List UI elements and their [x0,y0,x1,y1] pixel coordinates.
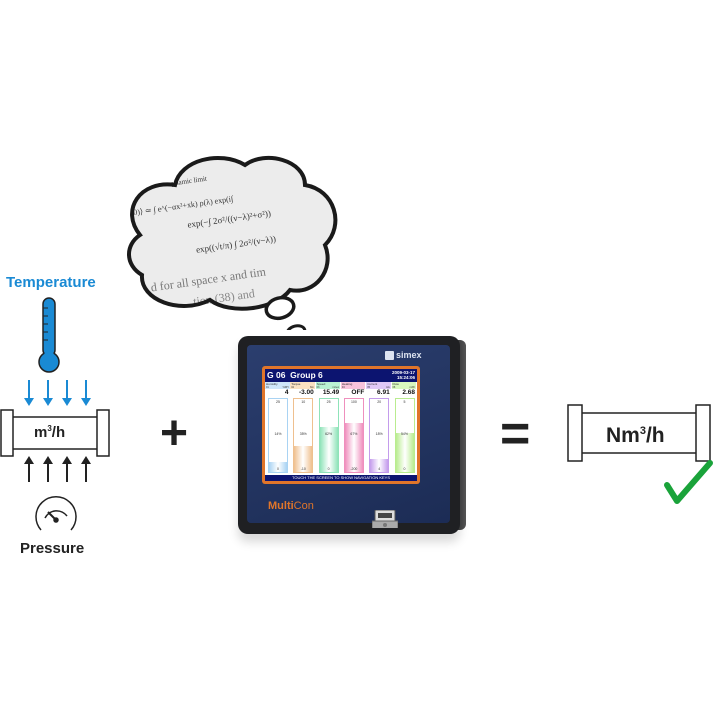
channel-meta: 06 m3/h [391,386,416,389]
channel-min: -10 [300,467,306,471]
channel-bar: 10 35% -10 [293,398,314,473]
simex-logo: simex [385,350,422,360]
channel-meta: 03 m/sec [315,386,341,389]
result-pipe [567,404,713,504]
channel-percent: 14% [274,432,282,436]
arrow-up-icon [24,456,91,482]
pipe-icon [0,409,110,457]
channel-max: 10 [301,400,306,404]
usb-port-icon[interactable] [372,510,398,528]
plus-operator: + [160,407,189,460]
channel-max: 25 [326,400,331,404]
channel-value: 4 [284,389,289,396]
channel-bar-fill [269,461,287,472]
channel-bar-fill [319,426,338,472]
channel-bar: 20 18% 4 [369,398,390,473]
left-diagram [0,297,110,531]
channel-value: OFF [351,389,365,396]
channel-min: 4 [378,467,381,471]
checkmark-icon [664,460,713,504]
pressure-gauge-icon [35,496,77,531]
pipe-icon [567,404,711,462]
channel-percent: 62% [325,432,333,436]
channel-name: Torque [290,382,315,386]
channel-bar: 25 62% 0 [318,398,339,473]
channel-meta: 04 [340,386,366,389]
channel-meta: 05 mA [366,386,391,389]
thermometer-icon [38,297,60,373]
channel-percent: 18% [375,432,383,436]
channel-min: -200 [350,467,358,471]
channel-value: 2.68 [402,389,415,396]
result-unit-label: Nm3/h [606,424,665,447]
channel-bar-fill [370,458,389,472]
channel-name: Heating [340,382,366,386]
channel-value: 15.49 [322,389,340,396]
pipe-unit-label: m3/h [34,424,66,441]
channel-bar: 25 14% 0 [268,398,288,473]
multicon-logo: MultiCon [268,500,314,512]
channel-percent: 67% [350,432,358,436]
thought-bubble: ynamic limit 0)⟩ ≃ ∫ e^(−αx²+xk) ρ(λ) ex… [127,155,338,330]
channel-name: Flow [391,382,416,386]
channel-flow[interactable]: Flow 06 m3/h 2.68 5 54% 0 [391,382,416,474]
channel-name: Speed [315,382,341,386]
channel-max: 25 [276,400,280,404]
channel-speed[interactable]: Speed 03 m/sec 15.49 25 62% 0 [315,382,341,474]
channel-bar: 100 67% -200 [343,398,364,473]
channel-min: 0 [327,467,330,471]
channel-name: Current [366,382,391,386]
simex-logo-icon [385,350,394,360]
screen-footer[interactable]: TOUCH THE SCREEN TO SHOW NAVIGATION KEYS [265,475,417,481]
channel-bar: 5 54% 0 [394,398,415,473]
channel-bar-fill [395,432,414,472]
channel-max: 100 [350,400,357,404]
channel-value: -3.00 [298,389,314,396]
channel-current[interactable]: Current 05 mA 6.91 20 18% 4 [366,382,391,474]
channel-bar-fill [294,446,313,472]
group-title: G 06 Group 6 [267,370,323,380]
channel-name: Humidity [265,382,290,386]
arrow-down-icon [24,380,91,406]
channel-max: 5 [403,400,406,404]
channel-value: 6.91 [377,389,390,396]
channel-heating[interactable]: Heating 04 OFF 100 67% -200 [340,382,366,474]
channel-max: 20 [377,400,382,404]
channel-humidity[interactable]: Humidity 01 %RH 4 25 14% 0 [265,382,290,474]
equals-operator: = [500,405,531,463]
temperature-label: Temperature [6,274,96,291]
channel-torque[interactable]: Torque 02 Nm -3.00 10 35% -10 [290,382,315,474]
channel-min: 0 [403,467,406,471]
channel-percent: 35% [299,432,307,436]
channel-min: 0 [277,467,279,471]
channel-bar-fill [344,423,363,472]
channel-meta: 02 Nm [290,386,315,389]
channel-meta: 01 %RH [265,386,290,389]
channel-percent: 54% [400,432,408,436]
pressure-label: Pressure [20,540,85,557]
